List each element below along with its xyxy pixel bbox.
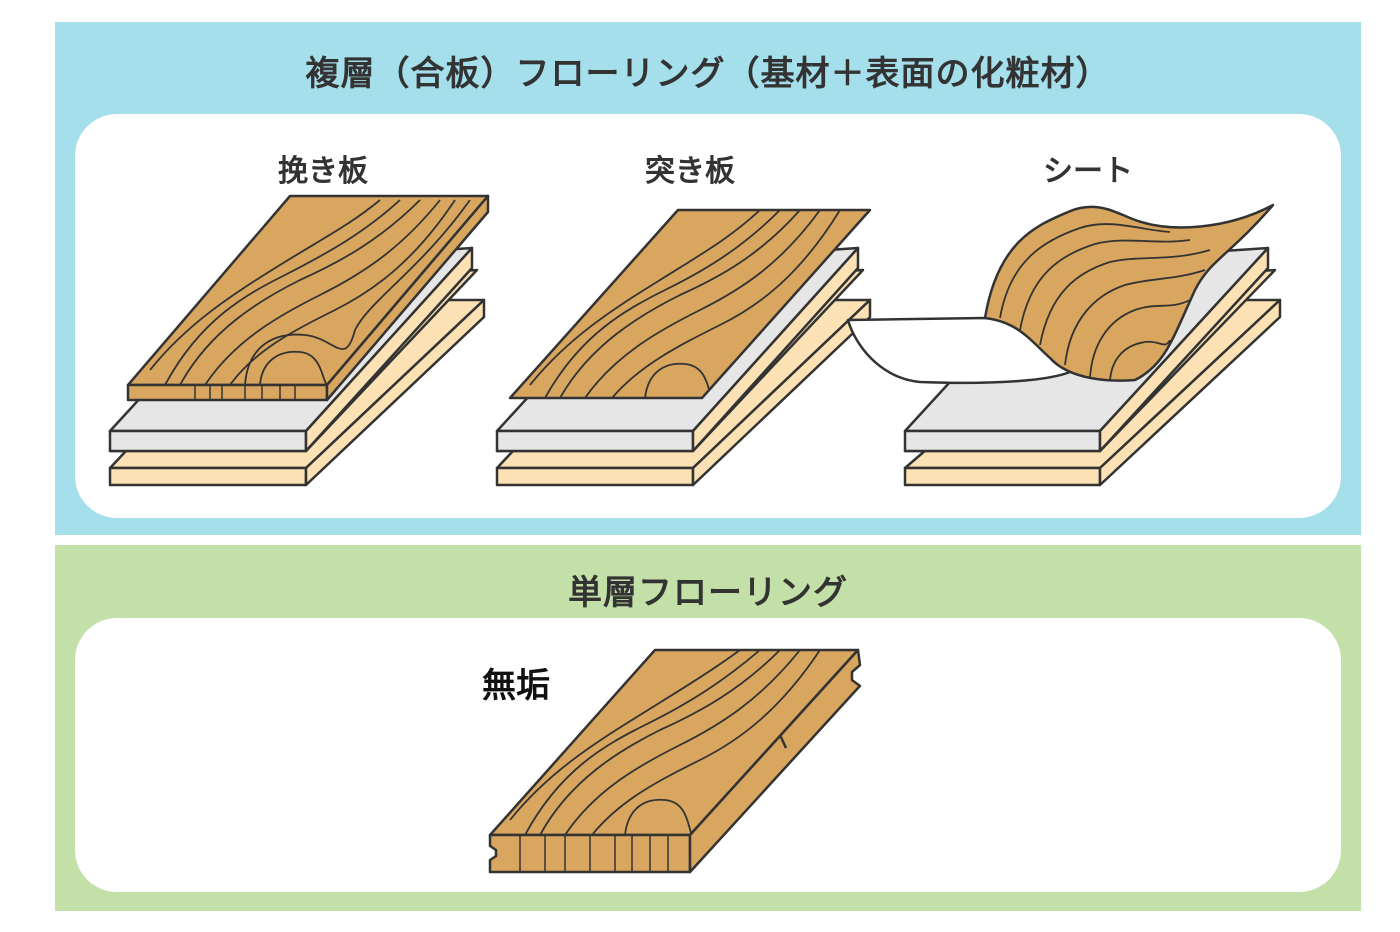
hikiita-grain [149, 199, 471, 385]
hikiita-illustration [108, 194, 490, 487]
label-sheet: シート [1043, 154, 1133, 189]
muku-illustration [488, 648, 862, 874]
tsukiita-grain [529, 210, 841, 398]
singlelayer-title: 単層フローリング [568, 573, 848, 613]
sheet-grain [999, 223, 1211, 381]
multilayer-title: 複層（合板）フローリング（基材＋表面の化粧材） [305, 54, 1111, 94]
muku-edge-grain [519, 835, 669, 872]
label-tsukiita: 突き板 [645, 154, 735, 189]
sheet-illustration [846, 203, 1282, 487]
tsukiita-illustration [495, 208, 872, 487]
muku-grain [509, 650, 821, 835]
label-muku: 無垢 [482, 666, 550, 706]
label-hikiita: 挽き板 [278, 154, 368, 189]
hikiita-edge-grain [194, 385, 296, 400]
